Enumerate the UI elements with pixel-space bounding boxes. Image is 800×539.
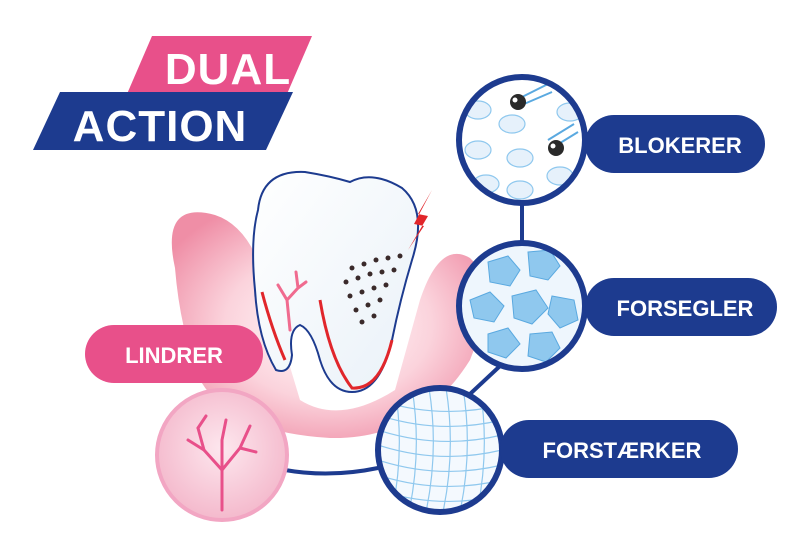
label-forstaerker: FORSTÆRKER	[500, 420, 738, 478]
label-forstaerker-text: FORSTÆRKER	[543, 438, 702, 463]
nerve-icon	[155, 388, 289, 522]
label-lindrer: LINDRER	[85, 325, 263, 383]
tooth-icon	[252, 170, 420, 394]
title-block: DUAL ACTION	[33, 36, 312, 151]
label-blokerer: BLOKERER	[585, 115, 765, 173]
tooth-nerve-icon	[276, 270, 308, 332]
lightning-icon	[408, 190, 432, 250]
label-lindrer-text: LINDRER	[125, 343, 223, 368]
label-forsegler-text: FORSEGLER	[617, 296, 754, 321]
sealing-crystals-icon	[456, 240, 588, 372]
connector-lines	[284, 203, 524, 476]
dentin-tubules-blocked-icon	[456, 74, 588, 206]
title-pink-banner	[127, 36, 312, 94]
title-line1: DUAL	[165, 45, 291, 94]
label-forsegler: FORSEGLER	[585, 278, 777, 336]
title-line2: ACTION	[73, 102, 248, 151]
dentin-dots	[343, 253, 403, 325]
label-blokerer-text: BLOKERER	[618, 133, 742, 158]
gum-tissue	[171, 212, 486, 439]
title-navy-banner	[33, 92, 293, 150]
reinforcing-mesh-icon	[375, 385, 505, 515]
